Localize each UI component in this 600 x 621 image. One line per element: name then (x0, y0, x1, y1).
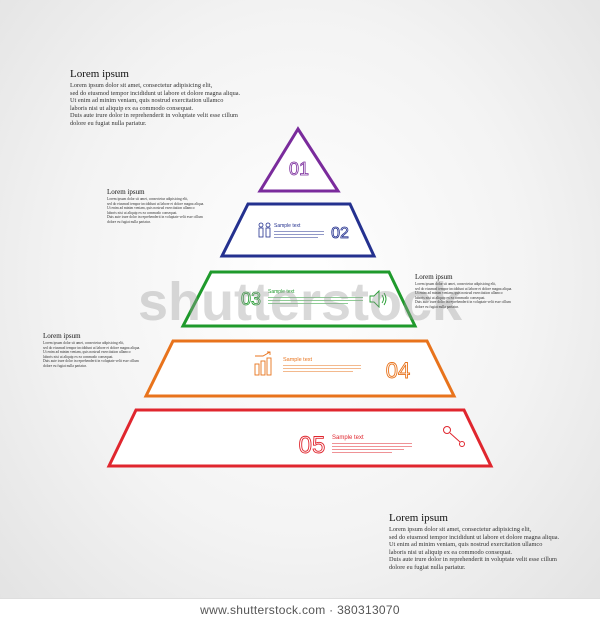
level-5-text-line (332, 446, 412, 447)
level-2-shape (219, 202, 377, 258)
block-heading: Lorem ipsum (107, 188, 145, 196)
bar-chart-icon (254, 351, 272, 376)
level-2-text-line (274, 231, 324, 232)
body-line: dolore eu fugiat nulla pariatur. (43, 363, 87, 368)
body-line: dolore eu fugiat nulla pariatur. (389, 563, 466, 571)
level-3-text-line (268, 303, 348, 304)
watermark: shutterstock (138, 272, 463, 332)
body-line: sed do eiusmod tempor incididunt ut labo… (70, 89, 241, 97)
footer-text: www.shutterstock.com · 380313070 (200, 603, 400, 617)
people-icon (258, 222, 271, 238)
body-line: Ut enim ad minim veniam, quis nostrud ex… (43, 350, 131, 355)
body-line: dolore eu fugiat nulla pariatur. (70, 119, 147, 127)
body-line: Ut enim ad minim veniam, quis nostrud ex… (415, 291, 503, 296)
level-1: 01 (257, 126, 341, 193)
text-block-bottom-right: Lorem ipsum Lorem ipsum dolor sit amet, … (389, 512, 594, 572)
body-line: Duis aute irure dolor in reprehenderit i… (43, 359, 139, 364)
level-2-label: Sample text (274, 223, 301, 229)
text-block-level-4: Lorem ipsum Lorem ipsum dolor sit amet, … (43, 332, 163, 369)
pyramid-diagram: 01 Sample text 02 03 Sample text (106, 126, 494, 468)
text-block-level-2: Lorem ipsum Lorem ipsum dolor sit amet, … (107, 188, 227, 225)
body-line: laboris nisi ut aliquip ex ea commodo co… (70, 104, 194, 112)
block-heading: Lorem ipsum (389, 512, 448, 524)
body-line: laboris nisi ut aliquip ex ea commodo co… (43, 354, 114, 359)
wrench-icon (443, 426, 465, 447)
block-body: Lorem ipsum dolor sit amet, consectetur … (70, 82, 270, 128)
body-line: laboris nisi ut aliquip ex ea commodo co… (389, 548, 513, 556)
level-2: Sample text 02 (219, 202, 377, 258)
level-5-text-line (332, 443, 412, 444)
body-line: Duis aute irure dolor in reprehenderit i… (107, 215, 203, 220)
body-line: dolore eu fugiat nulla pariatur. (107, 219, 151, 224)
body-line: laboris nisi ut aliquip ex ea commodo co… (107, 210, 178, 215)
level-5: 05 Sample text (106, 408, 494, 468)
body-line: Ut enim ad minim veniam, quis nostrud ex… (389, 541, 543, 549)
level-4-text-line (283, 371, 353, 372)
level-3-number: 03 (241, 289, 261, 309)
level-4: Sample text 04 (143, 339, 457, 398)
body-line: laboris nisi ut aliquip ex ea commodo co… (415, 295, 486, 300)
level-3-label: Sample text (268, 289, 295, 295)
body-line: Lorem ipsum dolor sit amet, consectetur … (389, 526, 532, 533)
level-4-number: 04 (386, 358, 410, 383)
level-5-shape (106, 408, 494, 468)
level-5-number: 05 (299, 432, 326, 459)
body-line: sed do eiusmod tempor incididunt ut labo… (389, 533, 560, 541)
level-5-text-line (332, 449, 404, 450)
block-heading: Lorem ipsum (415, 273, 453, 281)
level-4-text-line (283, 368, 361, 369)
block-heading: Lorem ipsum (43, 332, 81, 340)
body-line: sed do eiusmod tempor incididunt ut labo… (43, 345, 141, 350)
body-line: sed do eiusmod tempor incididunt ut labo… (107, 201, 205, 206)
level-1-shape (257, 126, 341, 193)
block-heading: Lorem ipsum (70, 68, 129, 80)
block-body: Lorem ipsum dolor sit amet, consectetur … (389, 526, 594, 572)
level-5-text-line (332, 452, 392, 453)
body-line: Lorem ipsum dolor sit amet, consectetur … (415, 282, 497, 286)
speaker-icon (369, 289, 387, 309)
body-line: Lorem ipsum dolor sit amet, consectetur … (70, 82, 213, 89)
level-4-label: Sample text (283, 357, 313, 363)
block-body: Lorem ipsum dolor sit amet, consectetur … (415, 282, 535, 310)
footer-bar: www.shutterstock.com · 380313070 (0, 598, 600, 621)
level-3-shape (180, 270, 418, 328)
level-5-label: Sample text (332, 435, 364, 441)
text-block-level-3: Lorem ipsum Lorem ipsum dolor sit amet, … (415, 273, 535, 310)
level-3-text-line (268, 300, 363, 301)
body-line: Lorem ipsum dolor sit amet, consectetur … (107, 197, 189, 201)
block-body: Lorem ipsum dolor sit amet, consectetur … (43, 341, 163, 369)
body-line: Duis aute irure dolor in reprehenderit i… (415, 300, 511, 305)
body-line: dolore eu fugiat nulla pariatur. (415, 304, 459, 309)
text-block-top-left: Lorem ipsum Lorem ipsum dolor sit amet, … (70, 68, 270, 128)
body-line: Ut enim ad minim veniam, quis nostrud ex… (107, 206, 195, 211)
level-4-text-line (283, 365, 361, 366)
level-2-text-line (274, 237, 318, 238)
level-1-number: 01 (289, 159, 309, 179)
block-body: Lorem ipsum dolor sit amet, consectetur … (107, 197, 227, 225)
level-3-text-line (268, 297, 363, 298)
body-line: Duis aute irure dolor in reprehenderit i… (70, 112, 238, 120)
body-line: Duis aute irure dolor in reprehenderit i… (389, 556, 557, 564)
level-3: 03 Sample text (180, 270, 418, 328)
level-2-number: 02 (331, 225, 349, 242)
body-line: Lorem ipsum dolor sit amet, consectetur … (43, 341, 125, 345)
body-line: sed do eiusmod tempor incididunt ut labo… (415, 286, 513, 291)
body-line: Ut enim ad minim veniam, quis nostrud ex… (70, 97, 224, 105)
level-2-text-line (274, 234, 324, 235)
